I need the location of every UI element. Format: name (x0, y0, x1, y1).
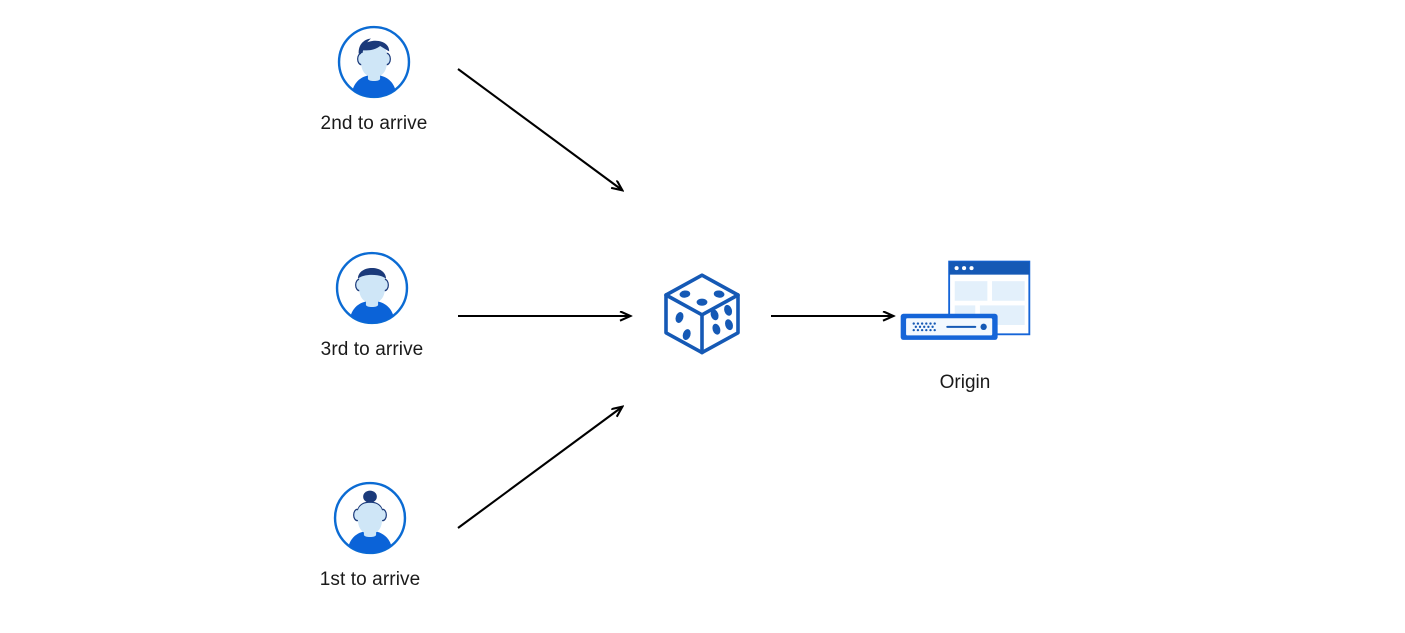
user-avatar-icon (335, 251, 409, 325)
node-label-origin: Origin (939, 372, 991, 393)
arrow-1st-to-dice (457, 407, 622, 529)
node-dice[interactable] (657, 268, 747, 358)
user-avatar-icon (333, 481, 407, 555)
dice-icon (664, 273, 740, 355)
node-label-visitor-2nd: 2nd to arrive (320, 113, 428, 134)
arrow-2nd-to-dice (457, 68, 622, 190)
node-visitor-2nd[interactable]: 2nd to arrive (294, 24, 454, 136)
node-visitor-3rd[interactable]: 3rd to arrive (292, 250, 452, 362)
node-label-visitor-1st: 1st to arrive (319, 569, 421, 590)
node-origin[interactable]: Origin (875, 256, 1055, 394)
server-device-icon (900, 313, 998, 340)
node-visitor-1st[interactable]: 1st to arrive (290, 480, 450, 592)
user-avatar-icon (337, 25, 411, 99)
node-label-visitor-3rd: 3rd to arrive (320, 339, 424, 360)
origin-server-icon (900, 260, 1031, 340)
